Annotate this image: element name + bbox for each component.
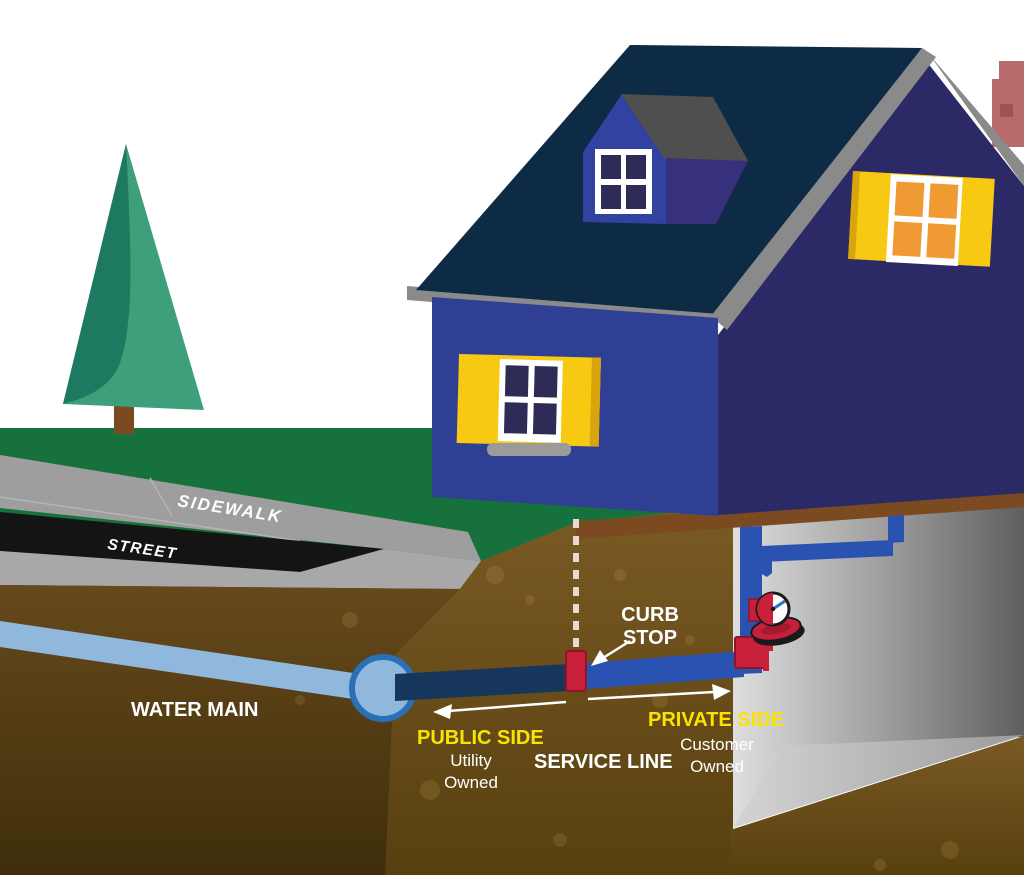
- house-ground-strip: [576, 491, 1024, 539]
- customer-owned-line1: Customer: [680, 735, 754, 754]
- curb-stop-label-line2: STOP: [623, 627, 677, 649]
- utility-owned-line2: Owned: [444, 773, 498, 792]
- curb-stop-valve: [565, 650, 587, 692]
- annotations: [433, 639, 731, 719]
- service-line-label: SERVICE LINE: [534, 751, 673, 773]
- private-side-arrow: [587, 690, 715, 701]
- tree-canopy-dark: [63, 144, 131, 404]
- private-pipe-horizontal: [586, 651, 744, 689]
- service-line-public: [395, 663, 586, 701]
- sidewalk: [0, 455, 481, 561]
- branch-riser: [888, 515, 904, 543]
- curb-stop-arrowhead: [591, 650, 608, 666]
- gable-window: [848, 171, 995, 267]
- basement-wall: [733, 492, 1024, 828]
- spigot: [762, 560, 772, 577]
- dormer-window: [595, 149, 652, 214]
- near-gable-trim: [711, 48, 936, 330]
- front-window: [456, 354, 601, 447]
- street: [0, 512, 384, 572]
- curb-stop-arrow: [602, 639, 631, 660]
- private-side-label: PRIVATE SIDE: [648, 709, 784, 731]
- public-side-arrowhead: [433, 704, 452, 719]
- basement: [730, 492, 1024, 875]
- meter-needle: [772, 599, 786, 611]
- public-side-label: PUBLIC SIDE: [417, 727, 544, 749]
- house: [407, 45, 1024, 516]
- window-sill: [487, 443, 571, 456]
- soil-below-basement: [730, 736, 1024, 875]
- curb: [0, 549, 481, 589]
- basement-floor: [733, 735, 1024, 828]
- utility-owned-line1: Utility: [450, 751, 492, 770]
- shutoff-valve: [734, 636, 773, 671]
- gable-side-wall: [718, 62, 1024, 515]
- water-meter: [748, 591, 805, 646]
- valve-handle: [763, 641, 773, 671]
- water-main-pipe: [0, 621, 360, 700]
- water-main-label: WATER MAIN: [131, 699, 258, 721]
- chimney-brick: [1000, 104, 1013, 117]
- soil-speckles: [295, 566, 695, 847]
- branch-pipe: [762, 540, 893, 562]
- private-side-arrowhead: [712, 684, 731, 700]
- customer-owned-line2: Owned: [690, 757, 744, 776]
- curb-stop-label-line1: CURB: [621, 604, 679, 626]
- dormer-roof: [621, 94, 748, 161]
- public-side-arrow: [447, 700, 567, 713]
- tree: [63, 144, 204, 434]
- dormer-side: [666, 158, 748, 224]
- dormer: [583, 94, 748, 224]
